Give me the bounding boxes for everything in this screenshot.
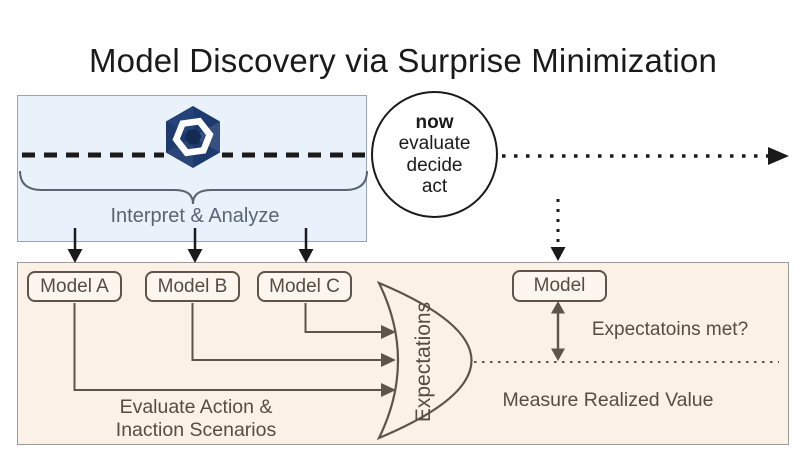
future-timeline-dotted-arrow — [502, 147, 789, 165]
evaluate-scenarios-caption-line1: Evaluate Action & — [119, 396, 273, 418]
timeline-to-model-dotted-arrow — [550, 199, 566, 261]
expectations-label: Expectations — [412, 301, 435, 423]
diagram-title: Model Discovery via Surprise Minimizatio… — [88, 42, 718, 79]
measure-realized-value-label: Measure Realized Value — [502, 389, 714, 411]
now-circle: now evaluate decide act — [371, 91, 498, 218]
now-circle-line-now: now — [415, 111, 454, 133]
model-c-label: Model C — [269, 275, 340, 297]
hexagon-gear-logo-icon — [164, 106, 222, 168]
model-b-label: Model B — [157, 275, 228, 297]
evaluate-scenarios-caption: Evaluate Action & Inaction Scenarios — [96, 396, 296, 442]
now-circle-line-evaluate: evaluate — [398, 133, 471, 154]
model-a-box: Model A — [27, 271, 122, 302]
evaluate-scenarios-caption-line2: Inaction Scenarios — [115, 419, 277, 441]
interpret-analyze-label: Interpret & Analyze — [110, 205, 280, 227]
model-b-box: Model B — [145, 271, 240, 302]
current-model-label: Model — [533, 275, 586, 296]
model-a-label: Model A — [40, 275, 109, 297]
now-circle-line-decide: decide — [406, 154, 463, 176]
model-c-box: Model C — [257, 271, 352, 302]
expectations-met-label: Expectatoins met? — [591, 319, 749, 340]
now-circle-line-act: act — [421, 176, 448, 197]
current-model-box: Model — [512, 270, 607, 302]
